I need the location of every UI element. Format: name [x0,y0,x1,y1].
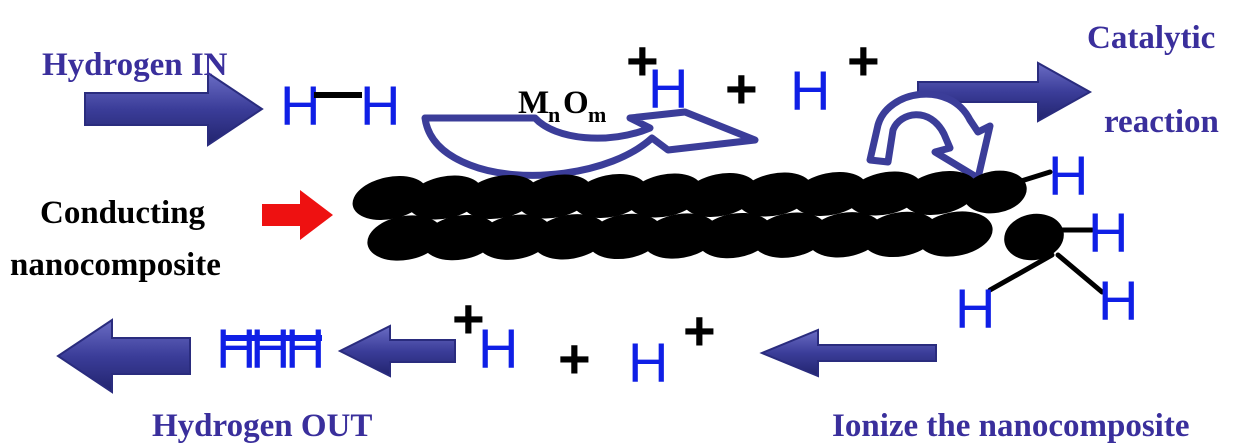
catalyst-curved-arrow [421,108,759,179]
nanocomposite-bead-top [963,170,1027,214]
hhh-atom-1: H [216,317,256,380]
hhh-atom-3: H [285,317,325,380]
h2-bond [314,92,362,98]
catalyst-m: M [518,85,549,121]
nanocomposite-bead-bottom [752,212,828,258]
nanocomposite-bead-bottom [532,214,608,260]
hydrogen-out-label: Hydrogen OUT [152,408,372,444]
nanocomposite-bead-top [627,173,703,218]
nanocomposite-bead-top [462,174,538,220]
h2-atom-right: H [360,74,400,137]
h-atom-right-2: H [1088,201,1128,264]
h-atom-right-3: H [955,277,995,340]
nanocomposite-bead-top [352,175,428,221]
catalyst-o: O [563,85,589,121]
proton-bottom-plus1: + [452,287,485,350]
nanocomposite-chain [352,170,1064,261]
nanocomposite-bead-bottom [367,215,443,261]
nanocomposite-bead-bottom [1004,213,1064,261]
plus-top-middle: + [725,57,758,120]
proton-top-plus2: + [847,29,880,92]
catalyst-m-sub: m [588,102,606,127]
hydrogen-in-arrow [84,71,264,147]
conducting-label-line2: nanocomposite [10,247,221,283]
proton-bottom-h1: H [478,317,518,380]
nanocomposite-bead-top [847,171,923,216]
catalytic-label-line1: Catalytic [1087,20,1215,56]
nanocomposite-bead-top [792,171,868,217]
proton-top-plus: + [626,29,659,92]
plus-bottom-middle: + [558,327,591,390]
proton-bottom-plus2: + [683,299,716,362]
proton-top-h1: H [648,57,688,120]
nanocomposite-bead-bottom [587,213,663,260]
h-atom-right-4: H [1098,269,1138,332]
nanocomposite-bead-bottom [917,211,993,257]
nanocomposite-bead-bottom [697,212,773,259]
catalytic-hook-arrow [866,90,994,182]
nanocomposite-bead-top [517,174,593,219]
catalyst-n-sub: n [548,102,560,127]
nanocomposite-bead-bottom [642,213,718,259]
hhh-atom-2: H [250,317,290,380]
hhh-bond-bar [222,335,322,341]
nanocomposite-bead-top [407,175,483,220]
hydrogen-bonds [987,169,1105,295]
nanocomposite-bead-top [902,170,978,216]
h-atom-right-1: H [1048,144,1088,207]
middle-return-arrow [337,324,456,378]
catalytic-label-line2: reaction [1104,104,1219,140]
nanocomposite-bead-bottom [477,214,553,260]
proton-bottom-h2: H [628,331,668,394]
nanocomposite-bead-bottom [422,214,498,261]
nanocomposite-bead-top [737,172,813,217]
hydrogen-in-label: Hydrogen IN [42,47,228,83]
ionize-arrow [759,328,937,378]
hydrogen-out-arrow [56,318,191,394]
nanocomposite-bead-bottom [807,212,883,258]
nanocomposite-bead-bottom [862,211,938,258]
nanocomposite-bead-top [572,173,648,219]
conducting-label-line1: Conducting [40,195,206,231]
nanocomposite-bead-top [682,172,758,218]
red-pointer-arrow [262,190,333,240]
ionize-label: Ionize the nanocomposite [832,408,1190,444]
proton-top-h2: H [790,59,830,122]
h2-atom-left: H [280,74,320,137]
